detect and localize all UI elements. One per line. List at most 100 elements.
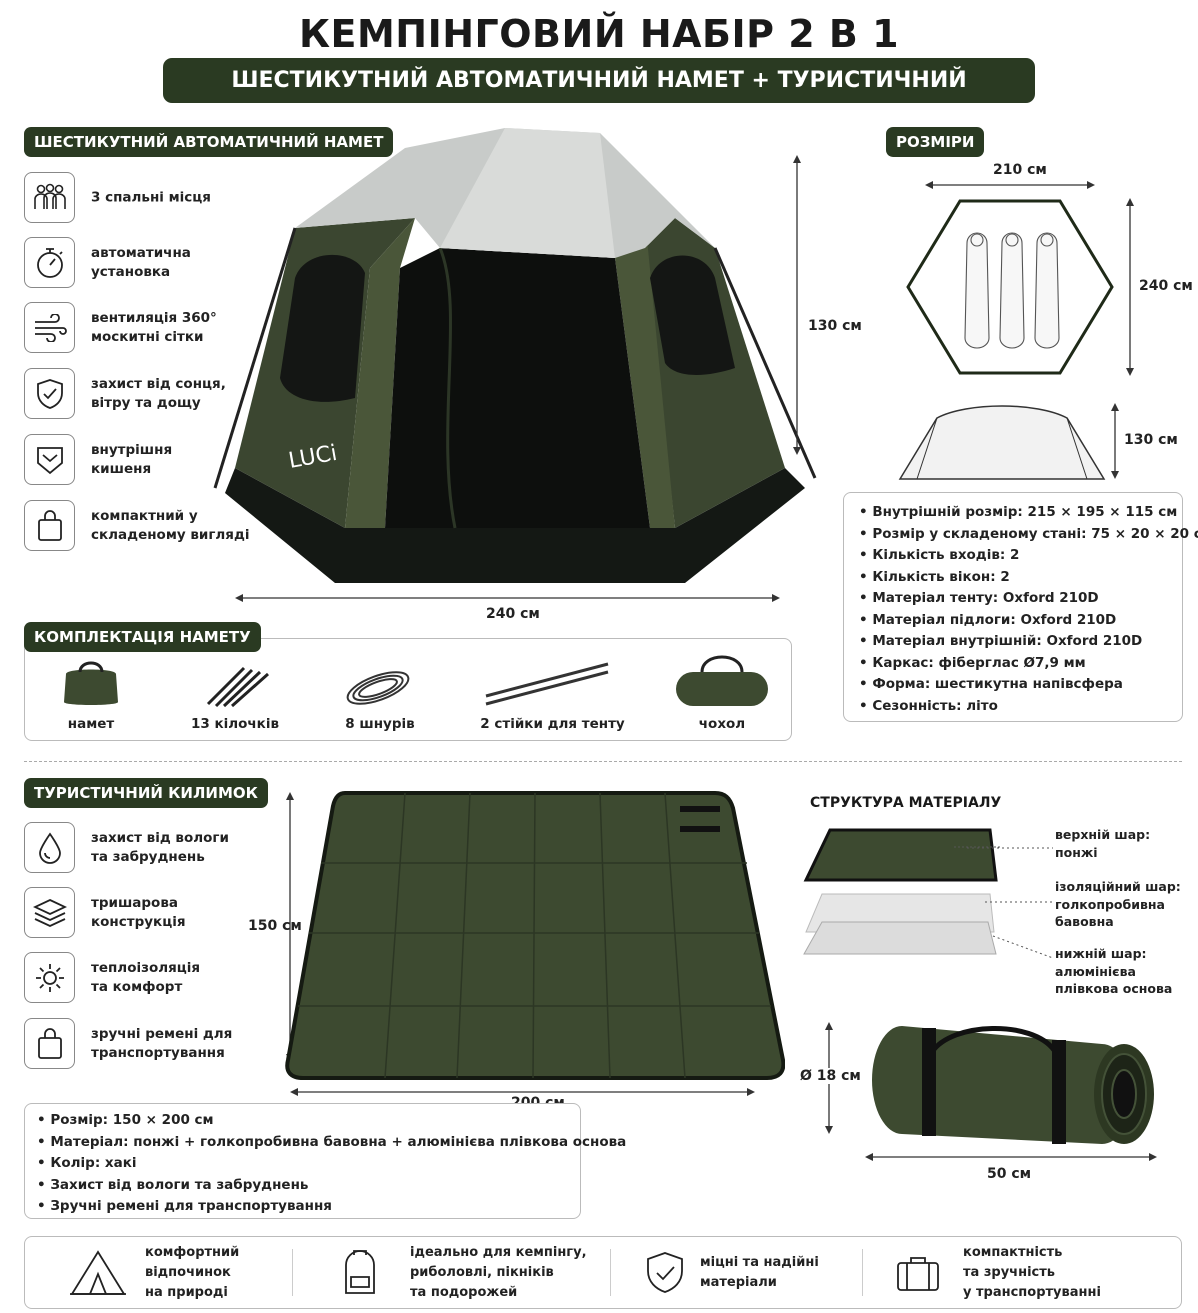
sizes-top-width-arrow [925,181,1095,189]
mat-specs-list: Розмір: 150 × 200 см Матеріал: понжі + г… [37,1110,626,1218]
feature-text: захист від сонця,вітру та дощу [91,376,226,411]
sizes-depth-arrow [1126,198,1134,376]
tent-image: LUCi [213,128,817,583]
spec-item: Колір: хакі [37,1153,566,1175]
page-subtitle: ШЕСТИКУТНИЙ АВТОМАТИЧНИЙ НАМЕТ + ТУРИСТИ… [163,58,1035,138]
spec-item: Форма: шестикутна напівсфера [859,674,1168,696]
tent-feature-beds: 3 спальні місця [24,172,324,224]
roll-length-arrow [865,1153,1157,1161]
spec-item: Каркас: фіберглас Ø7,9 мм [859,653,1168,675]
pocket-icon [24,434,75,485]
tent-specs-card: Внутрішній розмір: 215 × 195 × 115 см Ро… [843,492,1198,722]
suitcase-icon [897,1257,939,1291]
sizes-depth-label: 240 см [1139,278,1193,294]
mat-section-title: ТУРИСТИЧНИЙ КИЛИМОК [24,778,268,808]
kit-case-image [676,655,768,706]
spec-item: Кількість входів: 2 [859,545,1168,567]
spec-item: Зручні ремені для транспортування [37,1196,566,1218]
mat-width-arrow [290,1088,755,1096]
kit-item-label: 13 кілочків [190,716,280,732]
structure-leaders [967,847,1054,959]
kit-card [24,638,792,741]
kit-title: КОМПЛЕКТАЦІЯ НАМЕТУ [24,622,261,652]
shield-check-icon [24,368,75,419]
kit-ropes-image [346,671,410,705]
kit-pegs-image [206,666,269,708]
kit-item-label: чохол [698,716,746,732]
kit-item-label: 2 стійки для тенту [480,716,625,732]
tent-specs-list: Внутрішній розмір: 215 × 195 × 115 см Ро… [859,502,1198,718]
tent-section-title: ШЕСТИКУТНИЙ АВТОМАТИЧНИЙ НАМЕТ [24,127,394,157]
mat-height-arrow [286,792,294,1062]
kit-item-label: намет [67,716,115,732]
sun-icon [24,952,75,1003]
drop-icon [24,822,75,873]
benefit-divider [292,1249,293,1296]
sizes-top-width-label: 210 см [993,162,1047,178]
spec-item: Матеріал тенту: Oxford 210D [859,588,1168,610]
backpack-icon [345,1250,375,1294]
sizes-floor-plan [906,199,1114,375]
tent-height-label: 130 см [808,318,862,334]
structure-title: СТРУКТУРА МАТЕРІАЛУ [810,795,1002,811]
spec-item: Розмір у складеному стані: 75 × 20 × 20 … [859,524,1198,546]
section-divider [24,761,1182,762]
people-icon [24,172,75,223]
tent-height-arrow [793,155,801,455]
tent-feature-ventilation: вентиляція 360°москитні сітки [24,302,324,354]
page-title: КЕМПІНГОВИЙ НАБІР 2 В 1 [298,12,900,56]
spec-item: Кількість вікон: 2 [859,567,1168,589]
mat-image [285,791,785,1080]
kit-item-label: 8 шнурів [345,716,415,732]
tent-width-arrow [235,594,780,602]
rolled-mat-image [872,1026,1154,1144]
roll-length-label: 50 см [987,1166,1032,1182]
spec-item: Розмір: 150 × 200 см [37,1110,566,1132]
stopwatch-icon [24,237,75,288]
feature-text: вентиляція 360°москитні сітки [91,310,217,345]
sizes-title: РОЗМІРИ [886,127,985,157]
wind-icon [24,302,75,353]
tent-feature-protection: захист від сонця,вітру та дощу [24,368,324,420]
mat-height-label: 150 см [248,918,302,934]
spec-item: Матеріал: понжі + голкопробивна бавовна … [37,1132,626,1154]
shield-check-icon [647,1252,683,1293]
feature-text: 3 спальні місця [91,189,211,206]
sizes-side-height-arrow [1111,403,1119,479]
layers-icon [24,887,75,938]
bag-handle-icon [24,1018,75,1069]
bag-icon [24,500,75,551]
roll-diameter-label: Ø 18 см [798,1068,863,1084]
sizes-side-height-label: 130 см [1124,432,1178,448]
mat-specs-card: Розмір: 150 × 200 см Матеріал: понжі + г… [24,1103,626,1219]
benefit-text: ідеально для кемпінгу,риболовлі, пікнікі… [410,1245,587,1300]
spec-item: Матеріал внутрішній: Oxford 210D [859,631,1168,653]
tent-outline-icon [70,1250,126,1295]
kit-tent-bag-image [64,661,118,705]
sizes-side-view [898,405,1106,480]
spec-item: Захист від вологи та забруднень [37,1175,566,1197]
kit-poles-image [485,662,609,706]
benefit-divider [610,1249,611,1296]
benefits-bar [24,1236,1182,1309]
structure-layer-top: верхній шар:понжі [1055,827,1151,860]
spec-item: Сезонність: літо [859,696,1168,718]
